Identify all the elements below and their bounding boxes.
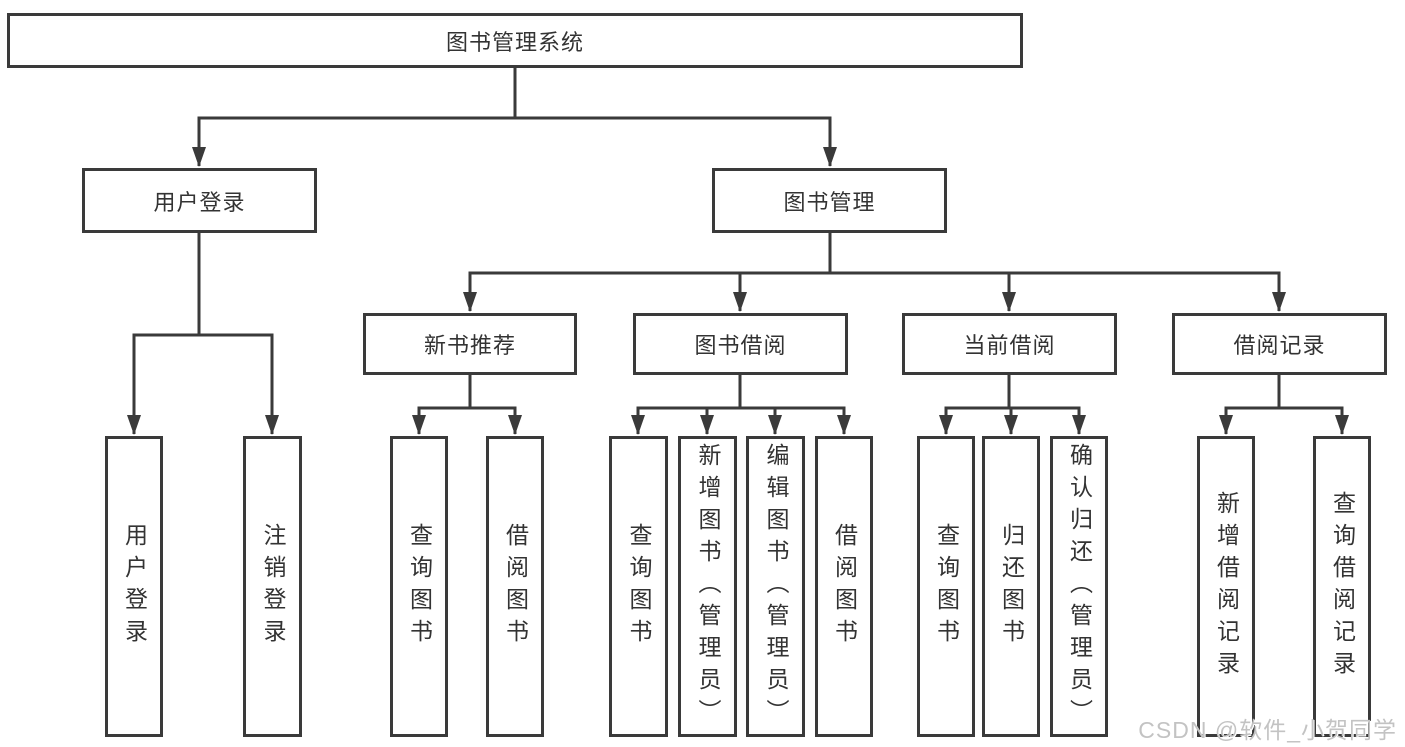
leaf-query-books-borrowing: 查询图书 [609,436,668,737]
leaf-confirm-return-admin: 确认归还（管理员） [1050,436,1108,737]
csdn-watermark: CSDN @软件_小贺同学 [1138,717,1397,743]
node-borrowing-records: 借阅记录 [1172,313,1387,375]
leaf-user-login: 用户登录 [105,436,163,737]
node-book-borrowing: 图书借阅 [633,313,848,375]
leaf-logout: 注销登录 [243,436,302,737]
leaf-query-borrow-record: 查询借阅记录 [1313,436,1371,737]
leaf-borrow-books-recommend: 借阅图书 [486,436,544,737]
leaf-query-books-current: 查询图书 [917,436,975,737]
node-user-login: 用户登录 [82,168,317,233]
leaf-add-borrow-record: 新增借阅记录 [1197,436,1255,737]
leaf-query-books-recommend: 查询图书 [390,436,448,737]
node-new-book-recommendation: 新书推荐 [363,313,577,375]
leaf-borrow-books-borrowing: 借阅图书 [815,436,873,737]
node-current-borrowing: 当前借阅 [902,313,1117,375]
node-book-management: 图书管理 [712,168,947,233]
leaf-edit-books-admin: 编辑图书（管理员） [746,436,805,737]
node-system-root: 图书管理系统 [7,13,1023,68]
leaf-return-books: 归还图书 [982,436,1040,737]
leaf-add-books-admin: 新增图书（管理员） [678,436,737,737]
